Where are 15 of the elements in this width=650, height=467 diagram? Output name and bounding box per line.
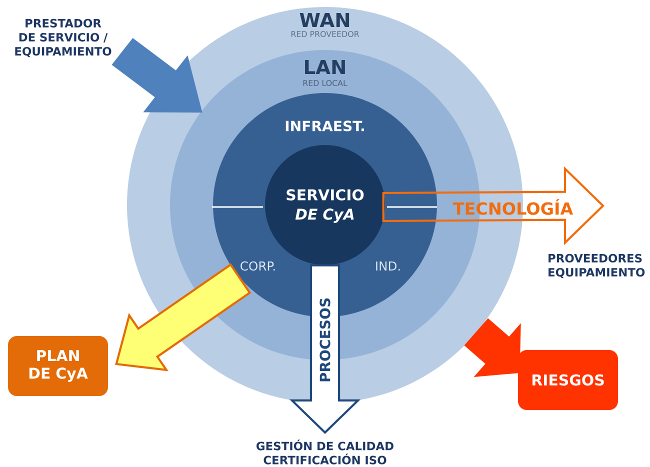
sector-label: CORP. (240, 261, 275, 271)
caption-text: PROVEEDORES EQUIPAMIENTO (548, 254, 645, 278)
caption-text: GESTIÓN DE CALIDAD CERTIFICACIÓN ISO (256, 440, 394, 464)
sector-label: IND. (376, 262, 400, 270)
ring-title: LAN (305, 60, 345, 74)
outline-arrow (289, 264, 361, 434)
core-label: SERVICIO DE CyA (286, 189, 364, 223)
outline-arrow (382, 166, 605, 246)
edge-label: PROCESOS (320, 298, 330, 382)
plan-box: PLAN DE CyA (8, 336, 108, 396)
edge-label: TECNOLOGÍA (452, 199, 574, 215)
ring-title: INFRAEST. (286, 120, 364, 132)
caption-text: PRESTADOR DE SERVICIO / EQUIPAMIENTO (15, 18, 112, 58)
risk-box: RIESGOS (518, 350, 618, 410)
ring-title: WAN (300, 12, 350, 28)
